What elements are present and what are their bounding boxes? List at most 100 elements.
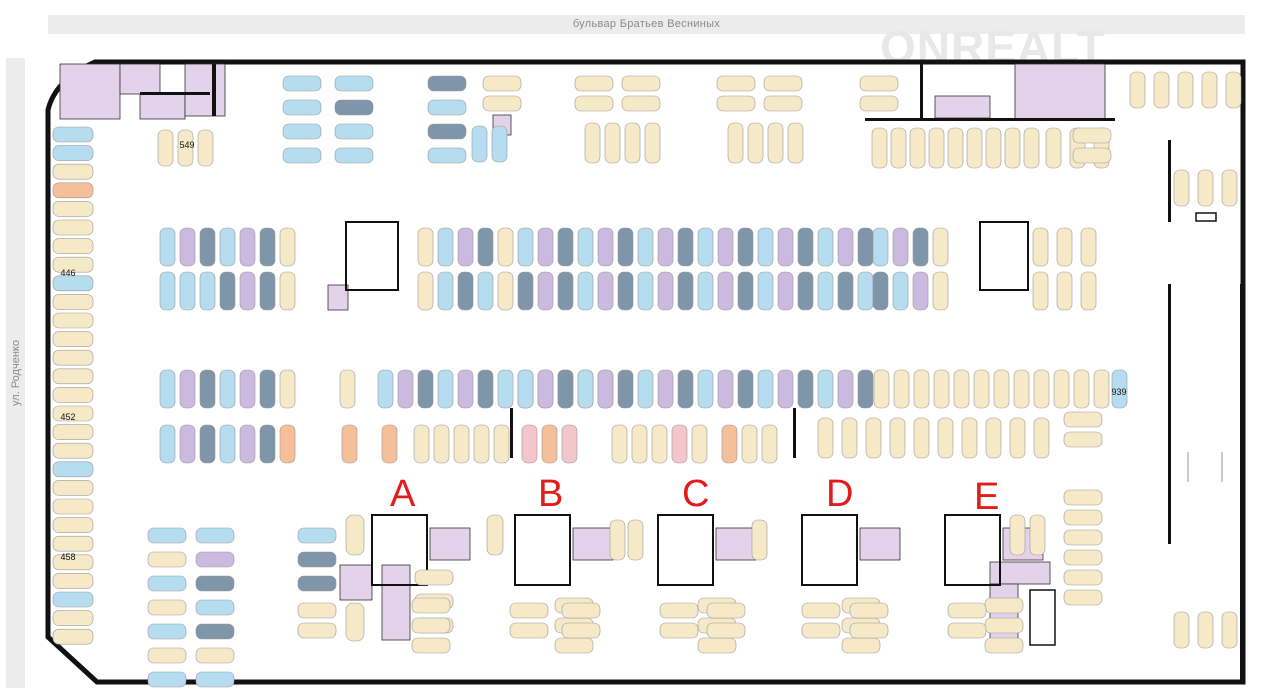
parking-spot[interactable] (159, 424, 176, 464)
parking-spot[interactable] (890, 127, 907, 169)
parking-spot[interactable] (199, 227, 216, 267)
parking-spot[interactable] (561, 424, 578, 464)
parking-spot[interactable] (577, 227, 594, 267)
parking-spot[interactable] (777, 271, 794, 311)
parking-spot[interactable] (584, 122, 601, 164)
parking-spot[interactable] (677, 369, 694, 409)
parking-spot[interactable] (561, 602, 601, 619)
parking-spot[interactable] (893, 369, 910, 409)
parking-spot[interactable] (52, 591, 94, 608)
parking-spot[interactable] (1063, 589, 1103, 606)
parking-spot[interactable] (741, 424, 758, 464)
parking-spot[interactable] (497, 227, 514, 267)
parking-spot[interactable] (433, 424, 450, 464)
parking-spot[interactable] (417, 227, 434, 267)
parking-spot[interactable] (52, 405, 94, 422)
parking-spot[interactable] (892, 271, 909, 311)
parking-spot[interactable] (801, 622, 841, 639)
parking-spot[interactable] (219, 227, 236, 267)
parking-spot[interactable] (282, 75, 322, 92)
parking-spot[interactable] (397, 369, 414, 409)
parking-spot[interactable] (52, 535, 94, 552)
parking-spot[interactable] (657, 271, 674, 311)
parking-spot[interactable] (159, 227, 176, 267)
parking-spot[interactable] (195, 671, 235, 688)
parking-spot[interactable] (52, 256, 94, 273)
parking-spot[interactable] (521, 424, 538, 464)
parking-spot[interactable] (52, 387, 94, 403)
parking-spot[interactable] (147, 551, 187, 568)
parking-spot[interactable] (849, 602, 889, 619)
parking-spot[interactable] (517, 369, 534, 409)
parking-spot[interactable] (1173, 611, 1190, 649)
parking-spot[interactable] (377, 369, 394, 409)
parking-spot[interactable] (763, 95, 803, 112)
parking-spot[interactable] (697, 637, 737, 654)
parking-spot[interactable] (677, 227, 694, 267)
parking-spot[interactable] (574, 95, 614, 112)
parking-spot[interactable] (52, 498, 94, 515)
parking-spot[interactable] (627, 519, 644, 561)
parking-spot[interactable] (624, 122, 641, 164)
parking-spot[interactable] (297, 527, 337, 544)
parking-spot[interactable] (297, 575, 337, 592)
parking-spot[interactable] (1197, 169, 1214, 207)
parking-spot[interactable] (621, 75, 661, 92)
parking-spot[interactable] (537, 369, 554, 409)
parking-spot[interactable] (1009, 417, 1026, 459)
parking-spot[interactable] (817, 417, 834, 459)
parking-spot[interactable] (493, 424, 510, 464)
parking-spot[interactable] (1063, 529, 1103, 546)
parking-spot[interactable] (279, 271, 296, 311)
parking-spot[interactable] (477, 271, 494, 311)
parking-spot[interactable] (727, 122, 744, 164)
parking-spot[interactable] (913, 417, 930, 459)
parking-spot[interactable] (801, 602, 841, 619)
parking-spot[interactable] (1063, 509, 1103, 526)
parking-spot[interactable] (837, 271, 854, 311)
parking-spot[interactable] (716, 75, 756, 92)
parking-spot[interactable] (872, 227, 889, 267)
parking-spot[interactable] (737, 271, 754, 311)
parking-spot[interactable] (427, 75, 467, 92)
parking-spot[interactable] (1032, 227, 1049, 267)
parking-spot[interactable] (857, 271, 874, 311)
parking-spot[interactable] (561, 622, 601, 639)
parking-spot[interactable] (177, 129, 194, 167)
parking-spot[interactable] (457, 227, 474, 267)
parking-spot[interactable] (985, 127, 1002, 169)
parking-spot[interactable] (52, 424, 94, 440)
parking-spot[interactable] (909, 127, 926, 169)
parking-spot[interactable] (52, 349, 94, 366)
parking-spot[interactable] (157, 129, 174, 167)
parking-spot[interactable] (873, 369, 890, 409)
parking-spot[interactable] (611, 424, 628, 464)
parking-spot[interactable] (659, 622, 699, 639)
parking-spot[interactable] (677, 271, 694, 311)
parking-spot[interactable] (797, 369, 814, 409)
parking-spot[interactable] (477, 227, 494, 267)
parking-spot[interactable] (195, 551, 235, 568)
parking-spot[interactable] (414, 569, 454, 586)
parking-spot[interactable] (282, 123, 322, 140)
parking-spot[interactable] (417, 271, 434, 311)
parking-spot[interactable] (52, 480, 94, 496)
parking-spot[interactable] (697, 369, 714, 409)
parking-spot[interactable] (597, 271, 614, 311)
parking-spot[interactable] (928, 127, 945, 169)
parking-spot[interactable] (617, 369, 634, 409)
parking-spot[interactable] (1129, 71, 1146, 109)
parking-spot[interactable] (857, 227, 874, 267)
parking-spot[interactable] (427, 123, 467, 140)
parking-spot[interactable] (797, 227, 814, 267)
parking-spot[interactable] (517, 227, 534, 267)
parking-spot[interactable] (473, 424, 490, 464)
parking-spot[interactable] (993, 369, 1010, 409)
parking-spot[interactable] (147, 575, 187, 592)
parking-spot[interactable] (787, 122, 804, 164)
parking-spot[interactable] (984, 597, 1024, 614)
parking-spot[interactable] (1063, 411, 1103, 428)
parking-spot[interactable] (1197, 611, 1214, 649)
parking-spot[interactable] (1225, 71, 1242, 109)
parking-spot[interactable] (716, 95, 756, 112)
